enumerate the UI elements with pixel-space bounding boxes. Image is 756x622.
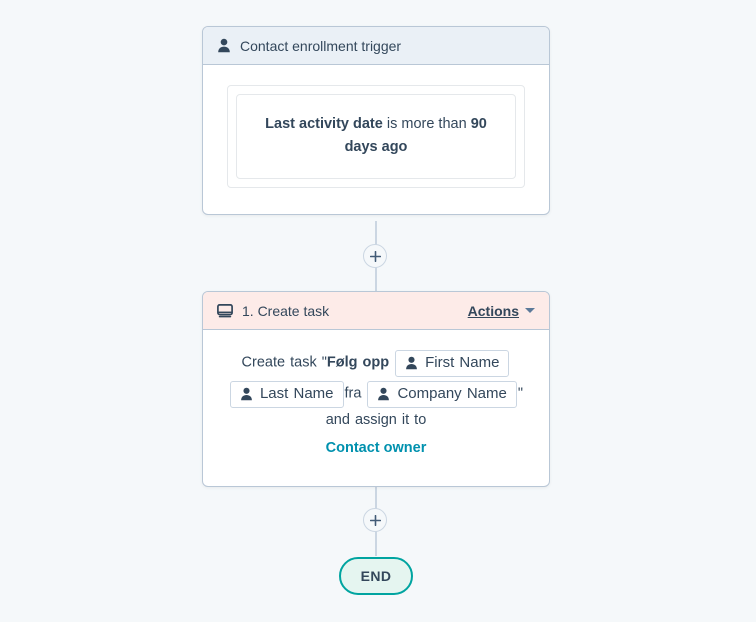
assignee-link[interactable]: Contact owner bbox=[325, 439, 427, 456]
action-card-body: Create task "Følg opp First Name bbox=[203, 330, 549, 486]
add-step-button-2[interactable] bbox=[363, 508, 387, 532]
trigger-card-header: Contact enrollment trigger bbox=[203, 27, 549, 65]
chevron-down-icon bbox=[525, 308, 535, 313]
contact-person-icon bbox=[377, 387, 390, 401]
trigger-card[interactable]: Contact enrollment trigger Last activity… bbox=[202, 26, 550, 215]
add-step-button-1[interactable] bbox=[363, 244, 387, 268]
end-node-label: END bbox=[360, 568, 392, 584]
actions-dropdown-button[interactable]: Actions bbox=[468, 303, 535, 319]
task-definition-sentence: Create task "Følg opp First Name bbox=[225, 348, 527, 432]
token-first-name-label: First Name bbox=[425, 354, 500, 371]
token-last-name[interactable]: Last Name bbox=[229, 380, 344, 408]
token-company-name[interactable]: Company Name bbox=[367, 380, 517, 408]
end-node: END bbox=[339, 557, 413, 595]
condition-operator: is more than bbox=[386, 116, 467, 132]
trigger-card-title: Contact enrollment trigger bbox=[240, 37, 402, 54]
task-suffix-text: " and assign it to bbox=[325, 385, 524, 428]
task-name-text: Følg opp bbox=[326, 354, 390, 371]
contact-person-icon bbox=[405, 356, 418, 370]
condition-value: 90 days ago bbox=[344, 116, 487, 156]
trigger-card-body: Last activity date is more than 90 days … bbox=[203, 65, 549, 214]
action-card-title: 1. Create task bbox=[242, 302, 330, 319]
action-card-header: 1. Create task Actions bbox=[203, 292, 549, 330]
task-joiner-text: fra bbox=[344, 385, 362, 402]
condition-operator-wrap: is more than bbox=[383, 116, 471, 132]
token-last-name-label: Last Name bbox=[259, 384, 334, 402]
action-card-create-task[interactable]: 1. Create task Actions Create task "Følg… bbox=[202, 291, 550, 487]
plus-icon bbox=[369, 250, 381, 262]
condition-property: Last activity date bbox=[265, 116, 383, 132]
task-prefix-text: Create task " bbox=[241, 354, 327, 371]
condition-group: Last activity date is more than 90 days … bbox=[227, 85, 525, 188]
actions-dropdown-label: Actions bbox=[467, 302, 519, 319]
condition-row[interactable]: Last activity date is more than 90 days … bbox=[236, 94, 516, 179]
contact-person-icon bbox=[217, 38, 231, 53]
task-screen-icon bbox=[217, 303, 233, 318]
contact-person-icon bbox=[240, 387, 253, 401]
token-company-name-label: Company Name bbox=[397, 384, 507, 402]
plus-icon bbox=[369, 514, 381, 526]
token-first-name[interactable]: First Name bbox=[395, 350, 510, 377]
